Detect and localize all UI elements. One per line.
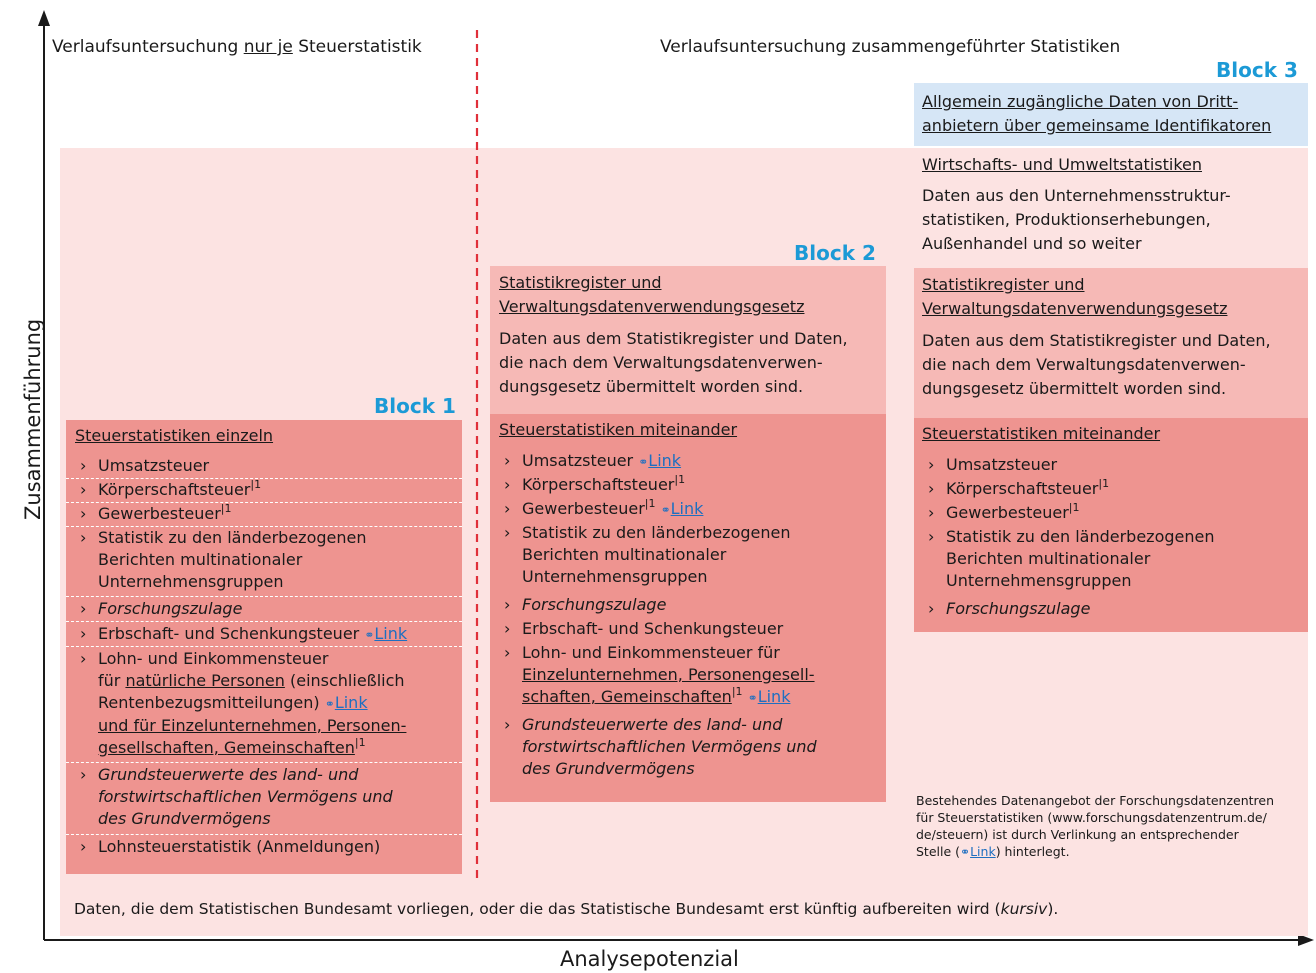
separator	[66, 526, 462, 527]
block-2-label: Block 2	[794, 241, 876, 265]
chevron-right-icon: ›	[928, 527, 935, 546]
chain-link-icon: ⚭	[638, 455, 649, 469]
block-3-label: Block 3	[1216, 58, 1298, 82]
block-2-register-panel: Statistikregister und Verwaltungsdatenve…	[490, 266, 886, 414]
block-3-economic-panel: Wirtschafts- und Umweltstatistiken Daten…	[922, 155, 1231, 253]
separator	[66, 834, 462, 835]
y-axis-label: Zusammenführung	[21, 318, 45, 520]
block-2-tax-panel: Steuerstatistiken miteinander › Umsatzst…	[490, 414, 886, 802]
separator	[66, 596, 462, 597]
chevron-right-icon: ›	[504, 643, 511, 662]
chevron-right-icon: ›	[504, 499, 511, 518]
chevron-right-icon: ›	[928, 503, 935, 522]
chevron-right-icon: ›	[504, 451, 511, 470]
separator	[66, 621, 462, 622]
chevron-right-icon: ›	[80, 837, 87, 856]
chevron-right-icon: ›	[504, 523, 511, 542]
header-left: Verlaufsuntersuchung nur je Steuerstatis…	[52, 37, 422, 57]
chain-link-icon: ⚭	[747, 691, 758, 705]
chevron-right-icon: ›	[504, 475, 511, 494]
footer-text: Daten, die dem Statistischen Bundesamt v…	[74, 900, 1059, 918]
chain-link-icon: ⚭	[324, 697, 335, 711]
block-3-third-party-panel: Allgemein zugängliche Daten von Dritt- a…	[914, 83, 1308, 146]
chevron-right-icon: ›	[928, 479, 935, 498]
separator	[66, 502, 462, 503]
link[interactable]: Link	[374, 624, 408, 643]
chevron-right-icon: ›	[928, 599, 935, 618]
chevron-right-icon: ›	[80, 624, 87, 643]
chain-link-icon: ⚭	[364, 628, 375, 642]
chevron-right-icon: ›	[80, 456, 87, 475]
link[interactable]: Link	[757, 687, 791, 706]
link[interactable]: Link	[670, 499, 704, 518]
chevron-right-icon: ›	[80, 649, 87, 668]
x-axis-label: Analysepotenzial	[560, 947, 739, 971]
link-note: Bestehendes Datenangebot der Forschungsd…	[916, 793, 1275, 859]
divider-line	[475, 30, 479, 880]
link[interactable]: Link	[970, 844, 996, 859]
chevron-right-icon: ›	[928, 455, 935, 474]
separator	[66, 478, 462, 479]
link[interactable]: Link	[334, 693, 368, 712]
chevron-right-icon: ›	[80, 480, 87, 499]
chain-link-icon: ⚭	[960, 845, 971, 859]
chevron-right-icon: ›	[504, 595, 511, 614]
block-1-label: Block 1	[374, 394, 456, 418]
chevron-right-icon: ›	[80, 599, 87, 618]
block-1-panel: Steuerstatistiken einzeln › Umsatzsteuer…	[66, 420, 462, 874]
chevron-right-icon: ›	[80, 765, 87, 784]
chevron-right-icon: ›	[504, 619, 511, 638]
link[interactable]: Link	[648, 451, 682, 470]
separator	[66, 762, 462, 763]
separator	[66, 646, 462, 647]
chevron-right-icon: ›	[80, 504, 87, 523]
header-right: Verlaufsuntersuchung zusammengeführter S…	[660, 37, 1121, 57]
chain-link-icon: ⚭	[660, 503, 671, 517]
x-axis-arrowhead	[1298, 934, 1314, 946]
chevron-right-icon: ›	[504, 715, 511, 734]
block-3-tax-panel: Steuerstatistiken miteinander › Umsatzst…	[914, 418, 1308, 632]
chevron-right-icon: ›	[80, 528, 87, 547]
block-3-register-panel: Statistikregister und Verwaltungsdatenve…	[914, 268, 1308, 418]
y-axis-arrowhead	[38, 10, 50, 26]
